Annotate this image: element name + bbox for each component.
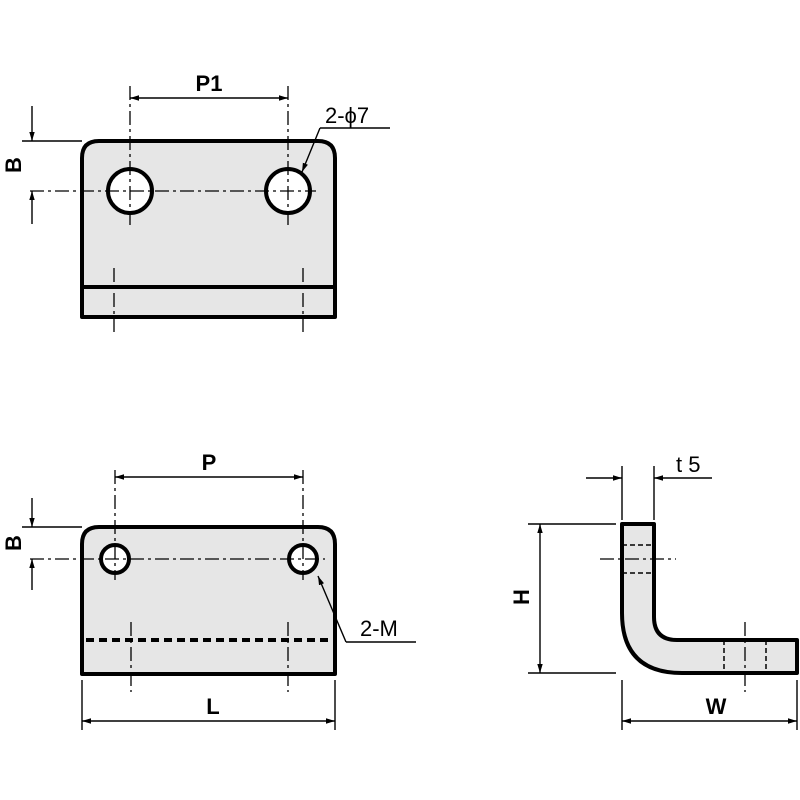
p-label: P <box>202 450 217 475</box>
bottom-b-label: B <box>1 535 26 551</box>
thread-callout: 2-M <box>360 616 398 641</box>
top-plate <box>80 139 337 319</box>
h-label: H <box>509 589 534 605</box>
top-b-label: B <box>1 157 26 173</box>
side-view: t 5 H W <box>509 452 799 730</box>
side-profile <box>620 522 799 675</box>
l-label: L <box>206 694 219 719</box>
w-label: W <box>706 694 727 719</box>
p1-label: P1 <box>196 71 223 96</box>
hole-leader <box>301 127 321 173</box>
top-view: P1 B 2-ϕ7 <box>1 71 390 336</box>
bottom-view: P B 2-M L <box>1 450 416 730</box>
thread-leader <box>317 575 347 643</box>
hole-callout: 2-ϕ7 <box>325 103 369 128</box>
t-label: t 5 <box>676 452 700 477</box>
bottom-plate <box>80 525 337 676</box>
